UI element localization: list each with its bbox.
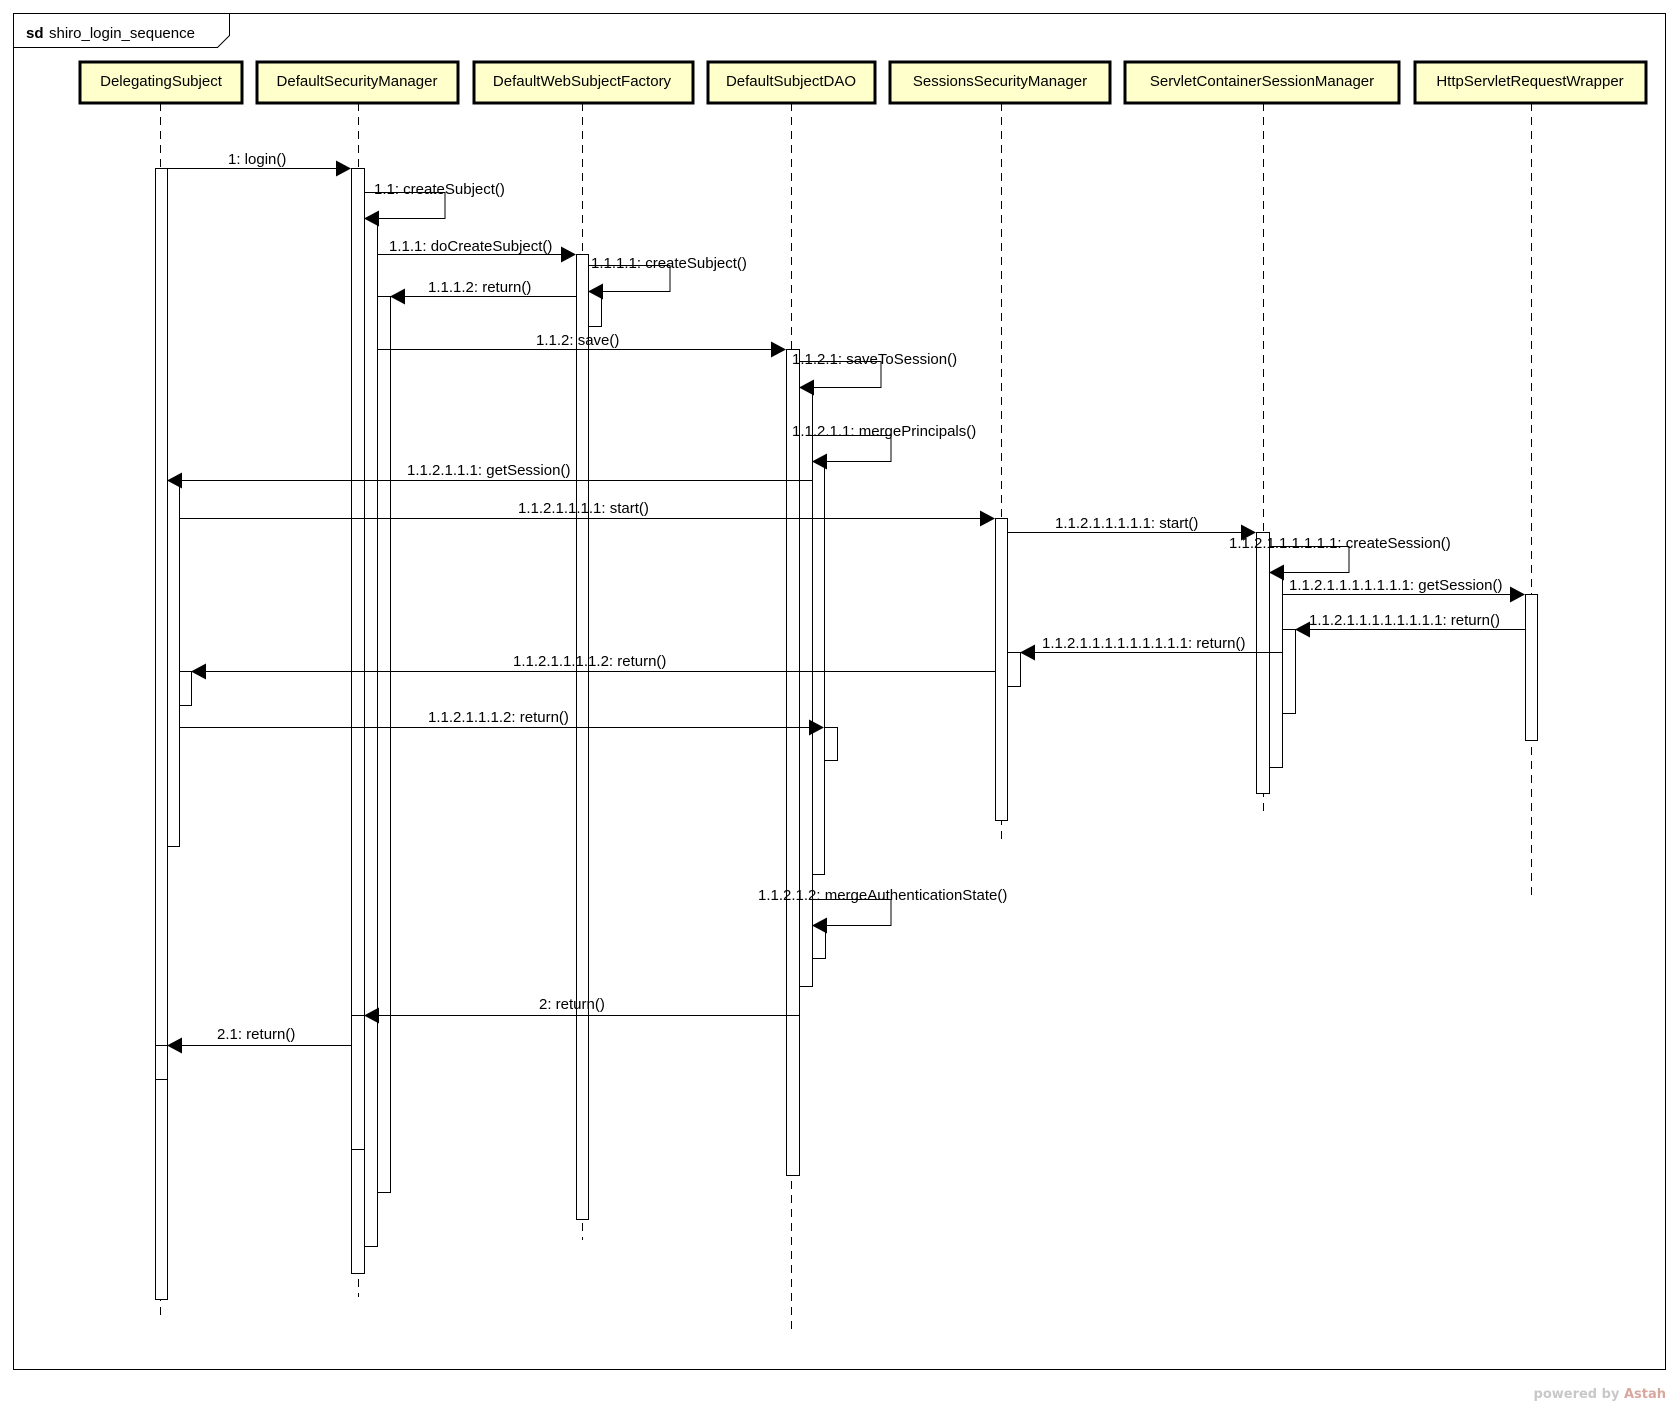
- message-label: 1.1.2: save(): [536, 332, 619, 349]
- activation-bar: [377, 296, 391, 1193]
- lifeline-head-delegating-subject: DelegatingSubject: [78, 60, 244, 105]
- message-labels: 1: login() 1.1: createSubject() 1.1.1: d…: [217, 151, 1502, 1043]
- message-request-get-session: [1282, 586, 1525, 603]
- watermark-brand: Astah: [1623, 1387, 1666, 1402]
- message-create-subject: [364, 192, 446, 227]
- message-save: [377, 341, 786, 358]
- message-label: 1.1.2.1.1.1.1.1.1.1.1.1: return(): [1042, 635, 1245, 652]
- watermark-prefix: powered by: [1533, 1387, 1624, 1402]
- lifeline-head-default-web-subject-factory: DefaultWebSubjectFactory: [472, 60, 695, 105]
- message-save-return: [364, 1007, 799, 1024]
- message-save-to-session: [799, 361, 882, 396]
- message-label: 1.1.2.1.1.1.1: start(): [518, 500, 649, 517]
- activation-bar: [576, 254, 589, 1220]
- activation-bar: [1525, 594, 1538, 741]
- lifeline-label: DefaultWebSubjectFactory: [493, 73, 672, 90]
- message-merge-authentication-state: [812, 899, 892, 934]
- activation-bar: [995, 518, 1008, 821]
- activation-bar: [364, 218, 378, 1247]
- powered-by-watermark: powered by Astah: [1534, 1387, 1666, 1402]
- diagram-frame: [13, 13, 1666, 1370]
- lifeline-head-servlet-container-session-manager: ServletContainerSessionManager: [1123, 60, 1401, 105]
- message-do-create-subject: [377, 246, 576, 263]
- message-label: 1.1.2.1.1.1.1.2: return(): [513, 653, 666, 670]
- activation-bar: [167, 480, 180, 847]
- message-label: 1.1.2.1.1.1.1.1.1.1.1: return(): [1309, 612, 1500, 629]
- message-get-session-return: [179, 719, 824, 736]
- message-session-manager-return: [1020, 644, 1282, 661]
- activation-bar: [351, 1015, 365, 1150]
- message-start: [179, 510, 995, 527]
- message-label: 1.1.1: doCreateSubject(): [389, 238, 552, 255]
- activation-bar: [155, 1045, 168, 1080]
- activation-bar: [812, 461, 825, 875]
- activation-bar: [179, 671, 192, 706]
- activation-bar: [824, 727, 838, 761]
- message-login: [167, 160, 351, 177]
- message-factory-create-subject: [588, 265, 671, 300]
- message-label: 1.1.1.2: return(): [428, 279, 531, 296]
- lifeline-label: HttpServletRequestWrapper: [1436, 73, 1623, 90]
- message-label: 1.1.2.1.1: mergePrincipals(): [792, 423, 976, 440]
- message-label: 1.1.2.1.2: mergeAuthenticationState(): [758, 887, 1007, 904]
- frame-tag-box: [13, 13, 230, 48]
- message-label: 1: login(): [228, 151, 286, 168]
- message-label: 2.1: return(): [217, 1026, 295, 1043]
- message-merge-principals: [812, 435, 892, 470]
- message-request-return: [1295, 621, 1525, 638]
- message-label: 2: return(): [539, 996, 605, 1013]
- frame-title: shiro_login_sequence: [49, 25, 195, 42]
- message-label: 1.1.1.1: createSubject(): [591, 255, 747, 272]
- lifeline-head-sessions-security-manager: SessionsSecurityManager: [888, 60, 1112, 105]
- message-label: 1.1.2.1.1.1: getSession(): [407, 462, 570, 479]
- lifeline-head-http-servlet-request-wrapper: HttpServletRequestWrapper: [1413, 60, 1648, 105]
- activation-bar: [1256, 532, 1270, 794]
- activation-bar: [155, 168, 168, 1300]
- message-get-session: [167, 472, 812, 489]
- activation-bar: [1269, 572, 1283, 768]
- lifeline-head-default-security-manager: DefaultSecurityManager: [255, 60, 460, 105]
- message-manager-start: [1007, 524, 1256, 541]
- lifeline-label: ServletContainerSessionManager: [1150, 73, 1374, 90]
- message-label: 1.1: createSubject(): [374, 181, 505, 198]
- frame-keyword: sd: [26, 25, 44, 42]
- message-factory-return: [390, 288, 576, 305]
- activation-bar: [1007, 652, 1021, 687]
- lifeline-label: DefaultSubjectDAO: [726, 73, 856, 90]
- message-label: 1.1.2.1.1.1.2: return(): [428, 709, 569, 726]
- message-label: 1.1.2.1.1.1.1.1.1.1: getSession(): [1289, 577, 1502, 594]
- message-create-session: [1269, 546, 1350, 581]
- activation-bars: [155, 168, 1538, 1300]
- lifeline-label: DelegatingSubject: [100, 73, 223, 90]
- activation-bar: [786, 349, 800, 1176]
- lifeline-head-default-subject-dao: DefaultSubjectDAO: [706, 60, 877, 105]
- message-label: 1.1.2.1: saveToSession(): [792, 351, 957, 368]
- message-start-return: [191, 663, 995, 680]
- message-label: 1.1.2.1.1.1.1.1: start(): [1055, 515, 1198, 532]
- lifeline-label: DefaultSecurityManager: [277, 73, 438, 90]
- lifeline-heads: DelegatingSubject DefaultSecurityManager…: [78, 60, 1648, 105]
- message-label: 1.1.2.1.1.1.1.1.1: createSession(): [1229, 535, 1451, 552]
- lifeline-label: SessionsSecurityManager: [913, 73, 1087, 90]
- activation-bar: [1282, 629, 1296, 714]
- message-login-return: [167, 1037, 351, 1054]
- messages: [167, 160, 1525, 1054]
